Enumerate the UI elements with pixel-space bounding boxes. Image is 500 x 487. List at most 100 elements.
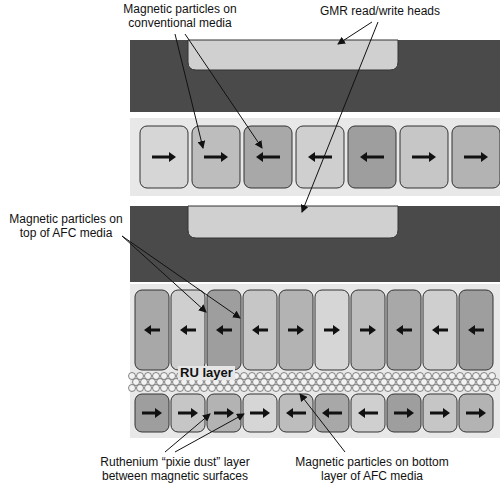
magnetic-particle	[351, 394, 385, 432]
ruthenium-dot	[297, 373, 304, 380]
ruthenium-dot	[269, 379, 276, 386]
magnetic-particle	[279, 394, 313, 432]
ruthenium-dot	[489, 385, 496, 392]
ruthenium-dot	[373, 379, 380, 386]
magnet-arrow	[152, 156, 171, 159]
ruthenium-dot	[489, 373, 496, 380]
ruthenium-dot	[369, 373, 376, 380]
ruthenium-dot	[281, 373, 288, 380]
ruthenium-dot	[309, 379, 316, 386]
magnet-arrowhead	[396, 325, 403, 335]
ruthenium-dot	[281, 385, 288, 392]
ruthenium-dot	[481, 385, 488, 392]
magnet-arrow	[142, 412, 157, 415]
magnet-arrow	[204, 156, 223, 159]
ruthenium-dot	[257, 385, 264, 392]
ruthenium-dot	[317, 379, 324, 386]
ruthenium-dot	[377, 385, 384, 392]
ruthenium-dot	[165, 379, 172, 386]
magnet-arrowhead	[308, 152, 315, 162]
media-band	[130, 284, 500, 438]
magnet-arrow	[365, 156, 384, 159]
leader-lines	[122, 22, 378, 452]
ruthenium-dot	[361, 385, 368, 392]
ruthenium-dot	[493, 379, 500, 386]
ruthenium-dot	[393, 373, 400, 380]
ruthenium-dot	[145, 373, 152, 380]
ruthenium-dot	[193, 385, 200, 392]
ruthenium-dot	[437, 379, 444, 386]
magnet-arrowhead	[481, 152, 488, 162]
magnet-arrow	[394, 412, 409, 415]
magnet-arrowhead	[360, 152, 367, 162]
magnet-arrowhead	[227, 408, 234, 418]
particle-row	[135, 290, 493, 370]
ruthenium-dot	[457, 385, 464, 392]
magnet-arrowhead	[468, 325, 475, 335]
ruthenium-dot	[313, 385, 320, 392]
ruthenium-dot	[385, 385, 392, 392]
ruthenium-dot	[241, 385, 248, 392]
magnetic-particle	[459, 290, 493, 370]
particle-row	[135, 394, 493, 432]
magnet-arrow	[412, 156, 431, 159]
ruthenium-dot	[137, 385, 144, 392]
magnet-arrowhead	[358, 408, 365, 418]
ruthenium-dot	[409, 373, 416, 380]
magnetic-particle	[351, 290, 385, 370]
ruthenium-dot	[153, 373, 160, 380]
ruthenium-dot	[401, 373, 408, 380]
magnet-arrowhead	[144, 325, 151, 335]
head-assembly	[130, 206, 500, 282]
ruthenium-dot	[441, 373, 448, 380]
ruthenium-dot	[185, 385, 192, 392]
callout-label: Ruthenium “pixie dust” layer between mag…	[80, 455, 270, 483]
magnet-arrowhead	[443, 408, 450, 418]
magnetic-particle	[207, 290, 241, 370]
magnetic-particle	[400, 126, 448, 188]
magnet-arrowhead	[216, 325, 223, 335]
ruthenium-dot	[329, 373, 336, 380]
ruthenium-dot	[233, 385, 240, 392]
magnetic-particle	[423, 290, 457, 370]
ruthenium-dot	[389, 379, 396, 386]
ruthenium-dot	[169, 373, 176, 380]
ruthenium-dot	[153, 385, 160, 392]
magnet-arrowhead	[479, 408, 486, 418]
ruthenium-dot	[129, 373, 136, 380]
magnet-arrow	[261, 156, 280, 159]
ruthenium-dot	[465, 373, 472, 380]
ruthenium-dot	[337, 385, 344, 392]
magnetic-particle	[296, 126, 344, 188]
ruthenium-dot	[145, 385, 152, 392]
ruthenium-dot	[449, 385, 456, 392]
magnetic-particle	[279, 290, 313, 370]
magnetic-particle	[244, 126, 292, 188]
magnet-arrowhead	[221, 152, 228, 162]
ruthenium-dot	[333, 379, 340, 386]
magnet-arrow	[327, 412, 342, 415]
ruthenium-dot	[473, 373, 480, 380]
ruthenium-dot	[417, 373, 424, 380]
magnet-arrowhead	[432, 325, 439, 335]
magnetic-particle	[135, 290, 169, 370]
ruthenium-dot	[349, 379, 356, 386]
ruthenium-dot	[293, 379, 300, 386]
ruthenium-dot	[249, 385, 256, 392]
ruthenium-dot	[449, 373, 456, 380]
ruthenium-dot	[453, 379, 460, 386]
ruthenium-dot	[257, 373, 264, 380]
magnet-arrowhead	[407, 408, 414, 418]
particle-row	[140, 126, 500, 188]
callout-label: GMR read/write heads	[305, 4, 455, 18]
ruthenium-dot	[129, 385, 136, 392]
magnet-arrowhead	[297, 325, 304, 335]
ruthenium-dot	[445, 379, 452, 386]
ruthenium-dot	[241, 373, 248, 380]
ruthenium-dot	[425, 373, 432, 380]
ruthenium-dot	[457, 373, 464, 380]
ruthenium-dot	[133, 379, 140, 386]
ruthenium-dot	[433, 373, 440, 380]
magnetic-particle	[459, 394, 493, 432]
